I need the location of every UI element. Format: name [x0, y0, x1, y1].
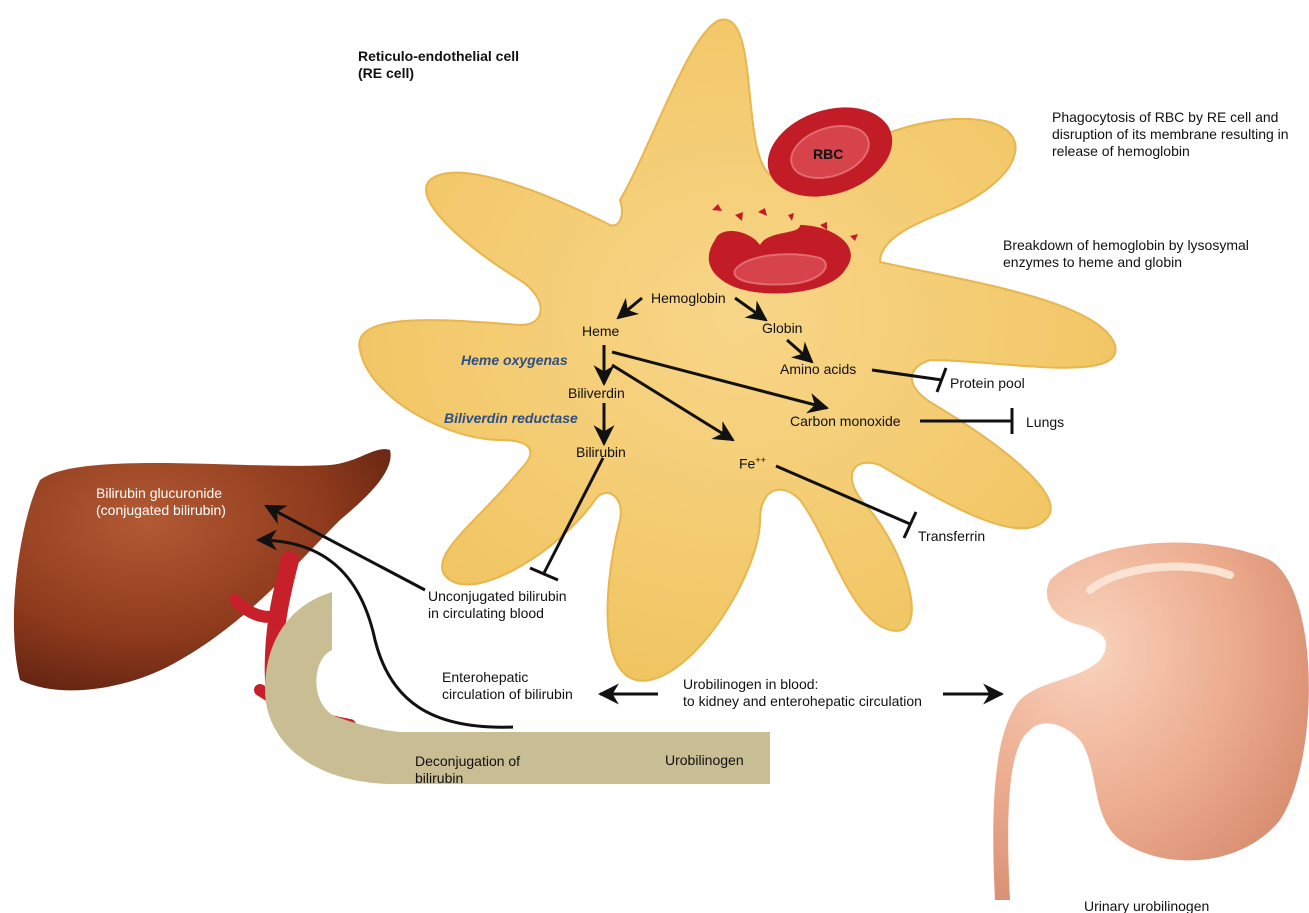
lungs-label: Lungs [1026, 414, 1064, 431]
biliverdin-reductase-label: Biliverdin reductase [444, 410, 578, 427]
liver-label-line1: Bilirubin glucuronide [96, 485, 226, 502]
deconjugation-label: Deconjugation of bilirubin [415, 753, 520, 787]
intestine-urobilinogen-label: Urobilinogen [665, 752, 744, 769]
breakdown-note: Breakdown of hemoglobin by lysosymal enz… [1003, 237, 1249, 271]
liver-label: Bilirubin glucuronide (conjugated biliru… [96, 485, 226, 519]
re-cell-title-line1: Reticulo-endothelial cell [358, 48, 519, 65]
iron-charge: ++ [755, 455, 766, 465]
re-cell-body [359, 19, 1115, 680]
globin-label: Globin [762, 320, 802, 337]
protein-pool-label: Protein pool [950, 375, 1025, 392]
enterohepatic-label: Enterohepatic circulation of bilirubin [442, 669, 573, 703]
kidney [993, 543, 1309, 900]
transferrin-label: Transferrin [918, 528, 985, 545]
urobilinogen-blood-label: Urobilinogen in blood: to kidney and ent… [683, 676, 922, 710]
rbc-label: RBC [813, 146, 843, 163]
iron-symbol: Fe [739, 456, 755, 472]
re-cell-title: Reticulo-endothelial cell (RE cell) [358, 48, 519, 82]
bilirubin-label: Bilirubin [576, 444, 626, 461]
unconjugated-label: Unconjugated bilirubin in circulating bl… [428, 588, 567, 622]
heme-label: Heme [582, 323, 619, 340]
biliverdin-label: Biliverdin [568, 385, 625, 402]
iron-label: Fe++ [739, 452, 766, 473]
heme-oxygenase-label: Heme oxygenas [461, 352, 568, 369]
hemoglobin-label: Hemoglobin [651, 290, 726, 307]
carbon-monoxide-label: Carbon monoxide [790, 413, 901, 430]
phagocytosis-note: Phagocytosis of RBC by RE cell and disru… [1052, 109, 1289, 160]
amino-acids-label: Amino acids [780, 361, 856, 378]
liver-label-line2: (conjugated bilirubin) [96, 502, 226, 519]
urinary-urobilinogen-label: Urinary urobilinogen [1084, 898, 1209, 913]
re-cell-title-line2: (RE cell) [358, 65, 519, 82]
